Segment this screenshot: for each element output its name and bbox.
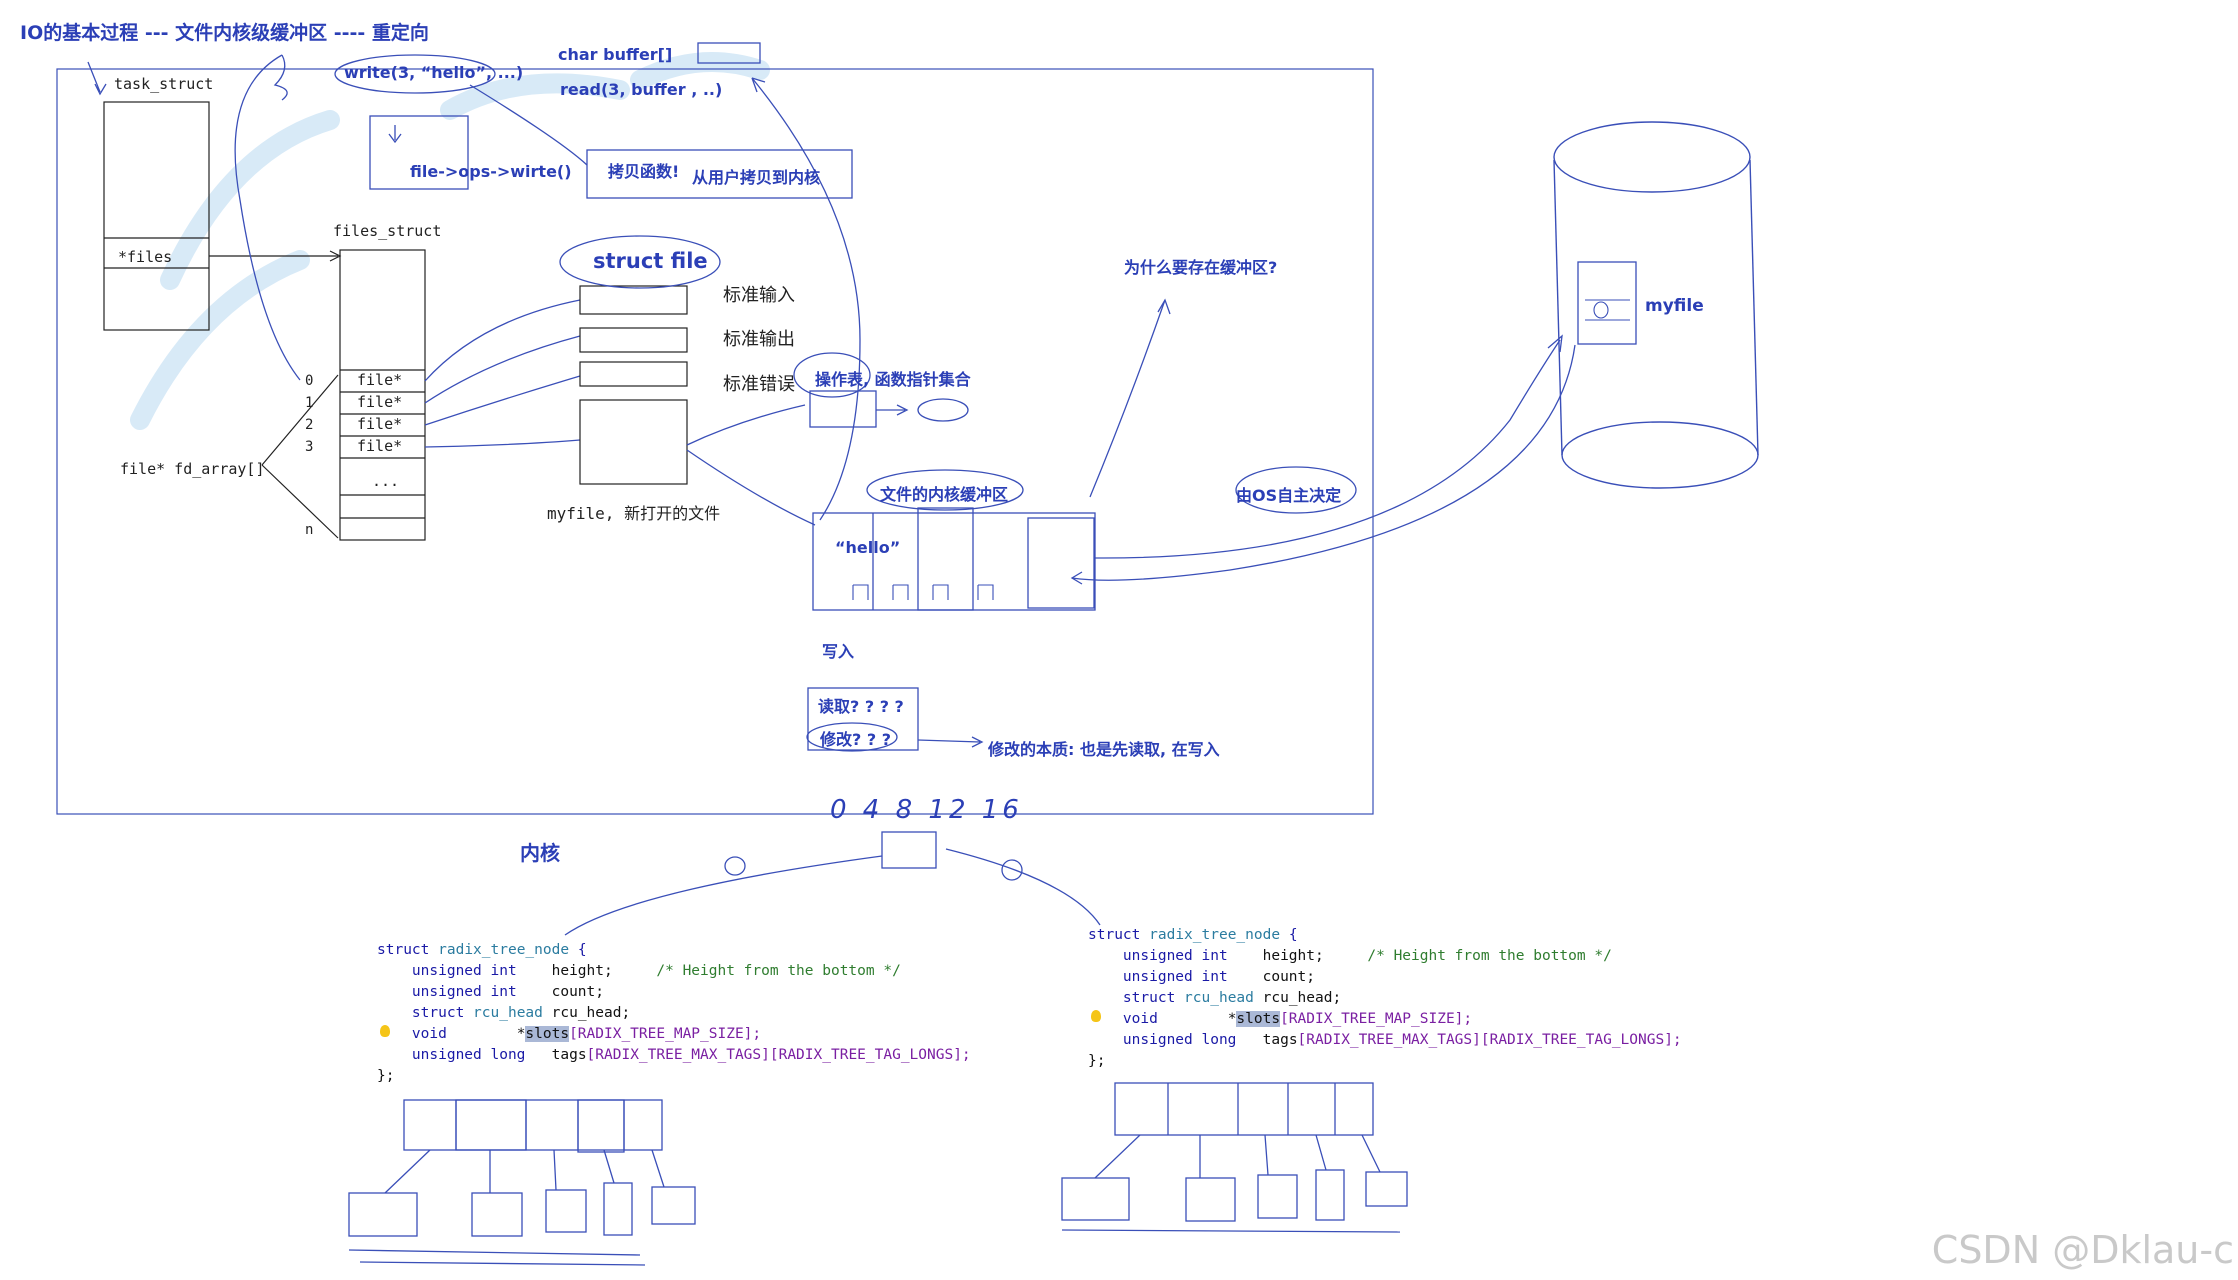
buffer-page-marks [852, 584, 994, 600]
os-decide-circle [1235, 466, 1357, 514]
ops-table-circle [793, 352, 871, 398]
char-buffer-box [697, 42, 761, 64]
task-struct-box [103, 101, 210, 331]
fd-slot-ellipsis: ... [372, 472, 400, 490]
faint-watermark-strokes [130, 52, 770, 430]
right-leaf-nodes [1061, 1134, 1408, 1233]
fd-index-0: 0 [305, 373, 314, 389]
os-decide-label: 由OS自主决定 [1236, 486, 1342, 505]
why-buffer-question: 为什么要存在缓冲区? [1124, 258, 1278, 277]
fd-index-1: 1 [305, 395, 314, 411]
radix-node-code-left: struct radix_tree_node { unsigned int he… [377, 942, 971, 1084]
radix-offset-numbers: 0 4 8 12 16 [830, 795, 1023, 825]
copy-function-box [586, 149, 853, 199]
modify-question: 修改? ? ? [820, 730, 891, 749]
copy-desc-label: 从用户拷贝到内核 [692, 168, 821, 187]
struct-file-title: struct file [593, 249, 708, 273]
left-slots-array [403, 1099, 663, 1153]
write-call: write(3, “hello”, ...) [344, 63, 524, 82]
stdin-label: 标准输入 [723, 285, 795, 306]
csdn-watermark: CSDN @Dklau-c [1931, 1228, 2234, 1272]
read-path-arrow [751, 77, 861, 521]
modify-circle [806, 722, 898, 752]
left-leaf-nodes [348, 1149, 696, 1266]
why-buffer-arrow [1089, 299, 1166, 498]
kernel-boundary-box [56, 68, 1374, 815]
char-buffer-label: char buffer[] [558, 45, 673, 64]
fd-slot-0: file* [357, 371, 403, 389]
fd-index-2: 2 [305, 417, 314, 433]
modify-note: 修改的本质: 也是先读取, 在写入 [988, 740, 1220, 759]
files-field-label: *files [118, 248, 173, 266]
myfile-open-label: myfile, 新打开的文件 [547, 504, 721, 523]
right-slots-array [1114, 1082, 1374, 1136]
files-struct-label: files_struct [333, 222, 442, 240]
lightbulb-icon [380, 1025, 390, 1037]
kernel-label: 内核 [520, 841, 560, 865]
copy-function-label: 拷贝函数! [608, 162, 680, 181]
left-loop-curve [234, 54, 301, 381]
stderr-label: 标准错误 [723, 374, 795, 395]
fd-array-bracket [261, 374, 339, 539]
kernel-buffer-label: 文件的内核缓冲区 [880, 485, 1009, 504]
fd-slot-2: file* [357, 415, 403, 433]
fd-array-label: file* fd_array[] [120, 460, 265, 478]
disk-cylinder [1553, 121, 1759, 489]
struct-file-circle [559, 235, 721, 289]
radix-left-branch [564, 855, 883, 936]
read-call: read(3, buffer , ..) [560, 80, 723, 99]
fd-index-n: n [305, 522, 314, 538]
task-struct-label: task_struct [114, 75, 214, 93]
ops-table-label: 操作表, 函数指针集合 [815, 370, 971, 389]
fd-slot-3: file* [357, 437, 403, 455]
write-label: 写入 [822, 642, 855, 661]
write-call-circle [334, 54, 496, 94]
disk-to-buffer-arrow [1071, 344, 1576, 581]
radix-right-branch [945, 848, 1101, 926]
kernel-buffer-box [812, 507, 1096, 611]
disk-myfile-label: myfile [1645, 296, 1704, 316]
files-struct-array [339, 249, 426, 541]
radix-node-code-right: struct radix_tree_node { unsigned int he… [1088, 927, 1682, 1069]
read-question: 读取? ? ? ? [818, 697, 904, 716]
hello-data: “hello” [835, 538, 901, 557]
myfile-to-ops-arrows [686, 404, 816, 526]
ops-write-box [369, 115, 469, 190]
file-pointer-arrows [424, 299, 581, 448]
disk-myfile-box [1577, 261, 1637, 345]
fd-slot-1: file* [357, 393, 403, 411]
struct-file-boxes [579, 285, 688, 485]
lightbulb-icon-right [1091, 1010, 1101, 1022]
page-title: IO的基本过程 --- 文件内核级缓冲区 ---- 重定向 [20, 22, 429, 44]
kernel-buffer-circle [866, 469, 1024, 511]
ops-write-call: file->ops->wirte() [410, 162, 572, 181]
ops-table-box [809, 390, 877, 428]
func-pointer-blob [917, 398, 969, 422]
radix-root-node [881, 831, 937, 869]
fd-index-3: 3 [305, 439, 314, 455]
write-to-copy-arrow [469, 84, 588, 166]
buffer-to-disk-arrow [1094, 339, 1561, 559]
stdout-label: 标准输出 [723, 329, 795, 350]
